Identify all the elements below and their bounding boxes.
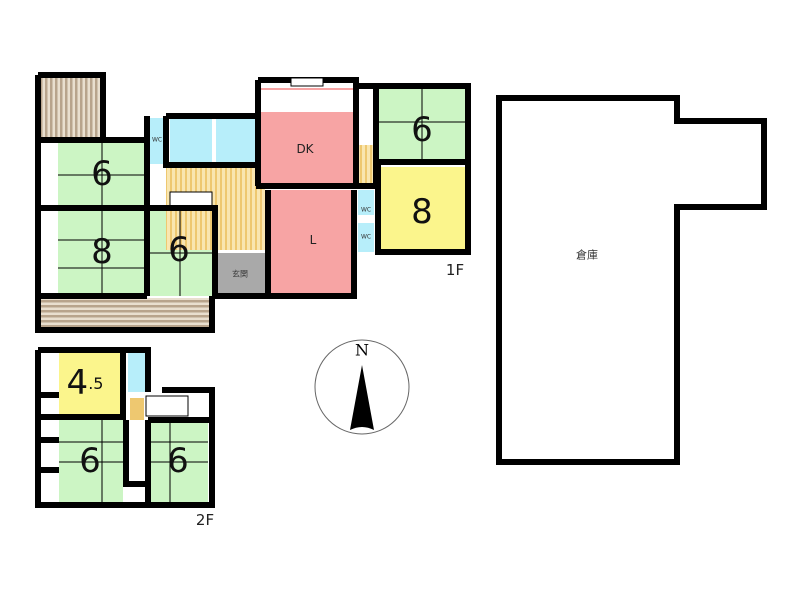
veranda-top-left	[38, 77, 102, 139]
room-label-8-left: 8	[91, 232, 113, 272]
room-label-living: L	[310, 233, 317, 247]
floor-1: 6 8 6 DK L 6 8 玄関 WC WC WC 1F	[35, 72, 471, 333]
room-label-wc-1: WC	[152, 137, 162, 144]
landing-2f	[130, 398, 144, 420]
room-label-4-5-fraction: .5	[88, 374, 103, 393]
room-label-wc-2: WC	[361, 207, 371, 214]
room-label-6-left: 6	[91, 154, 113, 194]
wc-2	[358, 190, 374, 215]
compass-circle	[314, 339, 410, 435]
room-label-6-center: 6	[168, 230, 190, 270]
room-label-4-5: 4.5	[67, 363, 104, 403]
room-label-4-5-main: 4	[67, 363, 89, 403]
washroom	[170, 118, 212, 162]
room-label-8-right: 8	[411, 192, 433, 232]
staircase-2f	[145, 395, 189, 417]
room-label-wc-3: WC	[361, 234, 371, 241]
room-label-6-2f-left: 6	[79, 441, 101, 481]
warehouse: 倉庫	[496, 95, 767, 465]
wc-3	[358, 223, 374, 252]
entrance-area	[215, 253, 265, 296]
room-label-entrance: 玄関	[232, 269, 248, 279]
wc-1	[148, 118, 166, 164]
floor-1-label: 1F	[446, 261, 464, 279]
engawa-bottom	[38, 298, 212, 328]
corridor-right	[358, 145, 376, 183]
kitchen-counter	[260, 90, 356, 112]
floor-2-label: 2F	[196, 511, 214, 529]
room-label-6-right: 6	[411, 110, 433, 150]
warehouse-label: 倉庫	[576, 248, 598, 262]
room-8-right	[380, 167, 466, 252]
bathroom	[216, 118, 256, 162]
room-label-dk: DK	[296, 142, 314, 156]
living-room	[270, 190, 354, 296]
north-label: N	[355, 341, 369, 360]
water-room-2f	[128, 352, 147, 392]
room-4-5	[59, 352, 123, 415]
floor-2: 4.5 6 6 2F	[35, 347, 215, 529]
compass: N	[314, 339, 410, 435]
warehouse-outline	[496, 95, 767, 465]
north-arrow-icon	[350, 365, 374, 430]
room-label-6-2f-right: 6	[167, 441, 189, 481]
window-bay	[290, 77, 324, 87]
